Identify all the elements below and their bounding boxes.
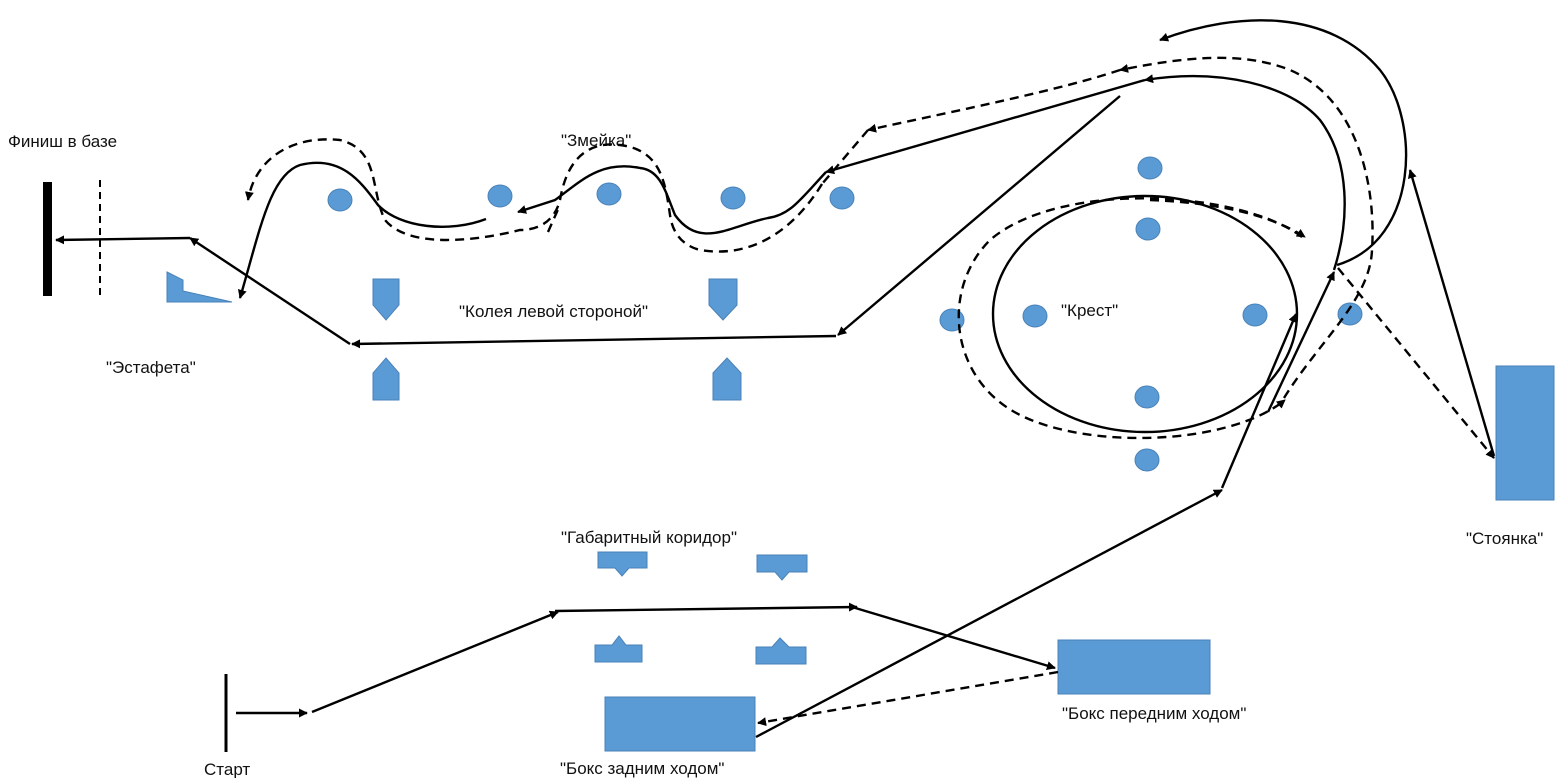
- route-snake-solid-2: [237, 161, 487, 299]
- route-to-rut: [837, 95, 1121, 336]
- parking-label: "Стоянка": [1466, 529, 1543, 548]
- route-parking-dashed: [1337, 267, 1495, 459]
- cross-cone-right-outer: [1337, 302, 1363, 326]
- cross-cone-bottom-inner: [1134, 385, 1160, 409]
- cross-cone-bottom-outer: [1134, 448, 1160, 472]
- box-forward-block: [1057, 639, 1211, 695]
- route-snake-dashed: [244, 138, 824, 253]
- finish-line: [43, 182, 52, 296]
- route-through-rut: [351, 334, 837, 349]
- box-reverse-label: "Бокс задним ходом": [560, 759, 724, 778]
- cross-cone-right-inner: [1242, 303, 1268, 327]
- route-snake-dashed-exit: [546, 204, 562, 233]
- corridor-marker-bottom-left: [594, 635, 643, 663]
- route-cross-entry: [1220, 313, 1298, 489]
- route-dashed-return-loop: [1119, 56, 1374, 399]
- route-to-snake: [825, 78, 1146, 175]
- route-to-corridor: [311, 610, 559, 714]
- rut-label: "Колея левой стороной": [459, 302, 648, 321]
- route-rut-to-relay: [189, 236, 351, 346]
- rut-marker-bottom-left: [372, 357, 400, 401]
- route-box-reverse-to-cross: [755, 488, 1223, 739]
- cross-cone-top-outer: [1137, 156, 1163, 180]
- route-cross-inner-loop: [991, 194, 1299, 434]
- route-box-forward-to-reverse: [757, 670, 1059, 727]
- route-parking-in: [1407, 169, 1496, 457]
- finish-label: Финиш в базе: [8, 132, 117, 151]
- rut-marker-top-right: [708, 278, 738, 321]
- route-big-loop-outer: [1159, 19, 1408, 267]
- snake-cone-4: [720, 186, 746, 210]
- route-cross-exit: [1266, 271, 1336, 413]
- route-dashed-upper: [867, 68, 1121, 133]
- corridor-marker-top-left: [597, 551, 648, 577]
- route-big-loop-solid: [1144, 74, 1346, 271]
- rut-marker-top-left: [372, 278, 400, 321]
- route-through-corridor: [554, 602, 858, 613]
- cross-label: "Крест": [1061, 301, 1118, 320]
- route-dashed-snake-entry: [821, 129, 869, 185]
- relay-label: "Эстафета": [106, 358, 196, 377]
- snake-cone-5: [829, 186, 855, 210]
- corridor-marker-top-right: [756, 554, 808, 581]
- box-forward-label: "Бокс передним ходом": [1062, 704, 1246, 723]
- route-cross-outer-loop-start: [1149, 198, 1306, 239]
- parking-block: [1495, 365, 1555, 501]
- snake-cone-1: [327, 188, 353, 212]
- route-to-finish: [55, 235, 191, 245]
- cross-cone-left-inner: [1022, 304, 1048, 328]
- corridor-marker-bottom-right: [755, 637, 807, 665]
- snake-label: "Змейка": [561, 131, 631, 150]
- snake-cone-2: [487, 184, 513, 208]
- start-label: Старт: [204, 760, 250, 778]
- snake-cone-3: [596, 182, 622, 206]
- relay-corner-marker: [166, 271, 233, 303]
- cross-cone-top-inner: [1135, 217, 1161, 241]
- route-to-box-forward: [851, 605, 1056, 670]
- corridor-label: "Габаритный коридор": [561, 528, 737, 547]
- route-snake-solid: [517, 165, 827, 235]
- rut-marker-bottom-right: [712, 357, 742, 401]
- box-reverse-block: [604, 696, 756, 752]
- route-cross-outer-loop: [957, 197, 1303, 440]
